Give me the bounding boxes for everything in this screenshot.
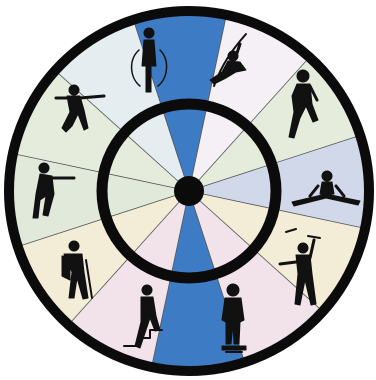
hub [174, 176, 204, 206]
